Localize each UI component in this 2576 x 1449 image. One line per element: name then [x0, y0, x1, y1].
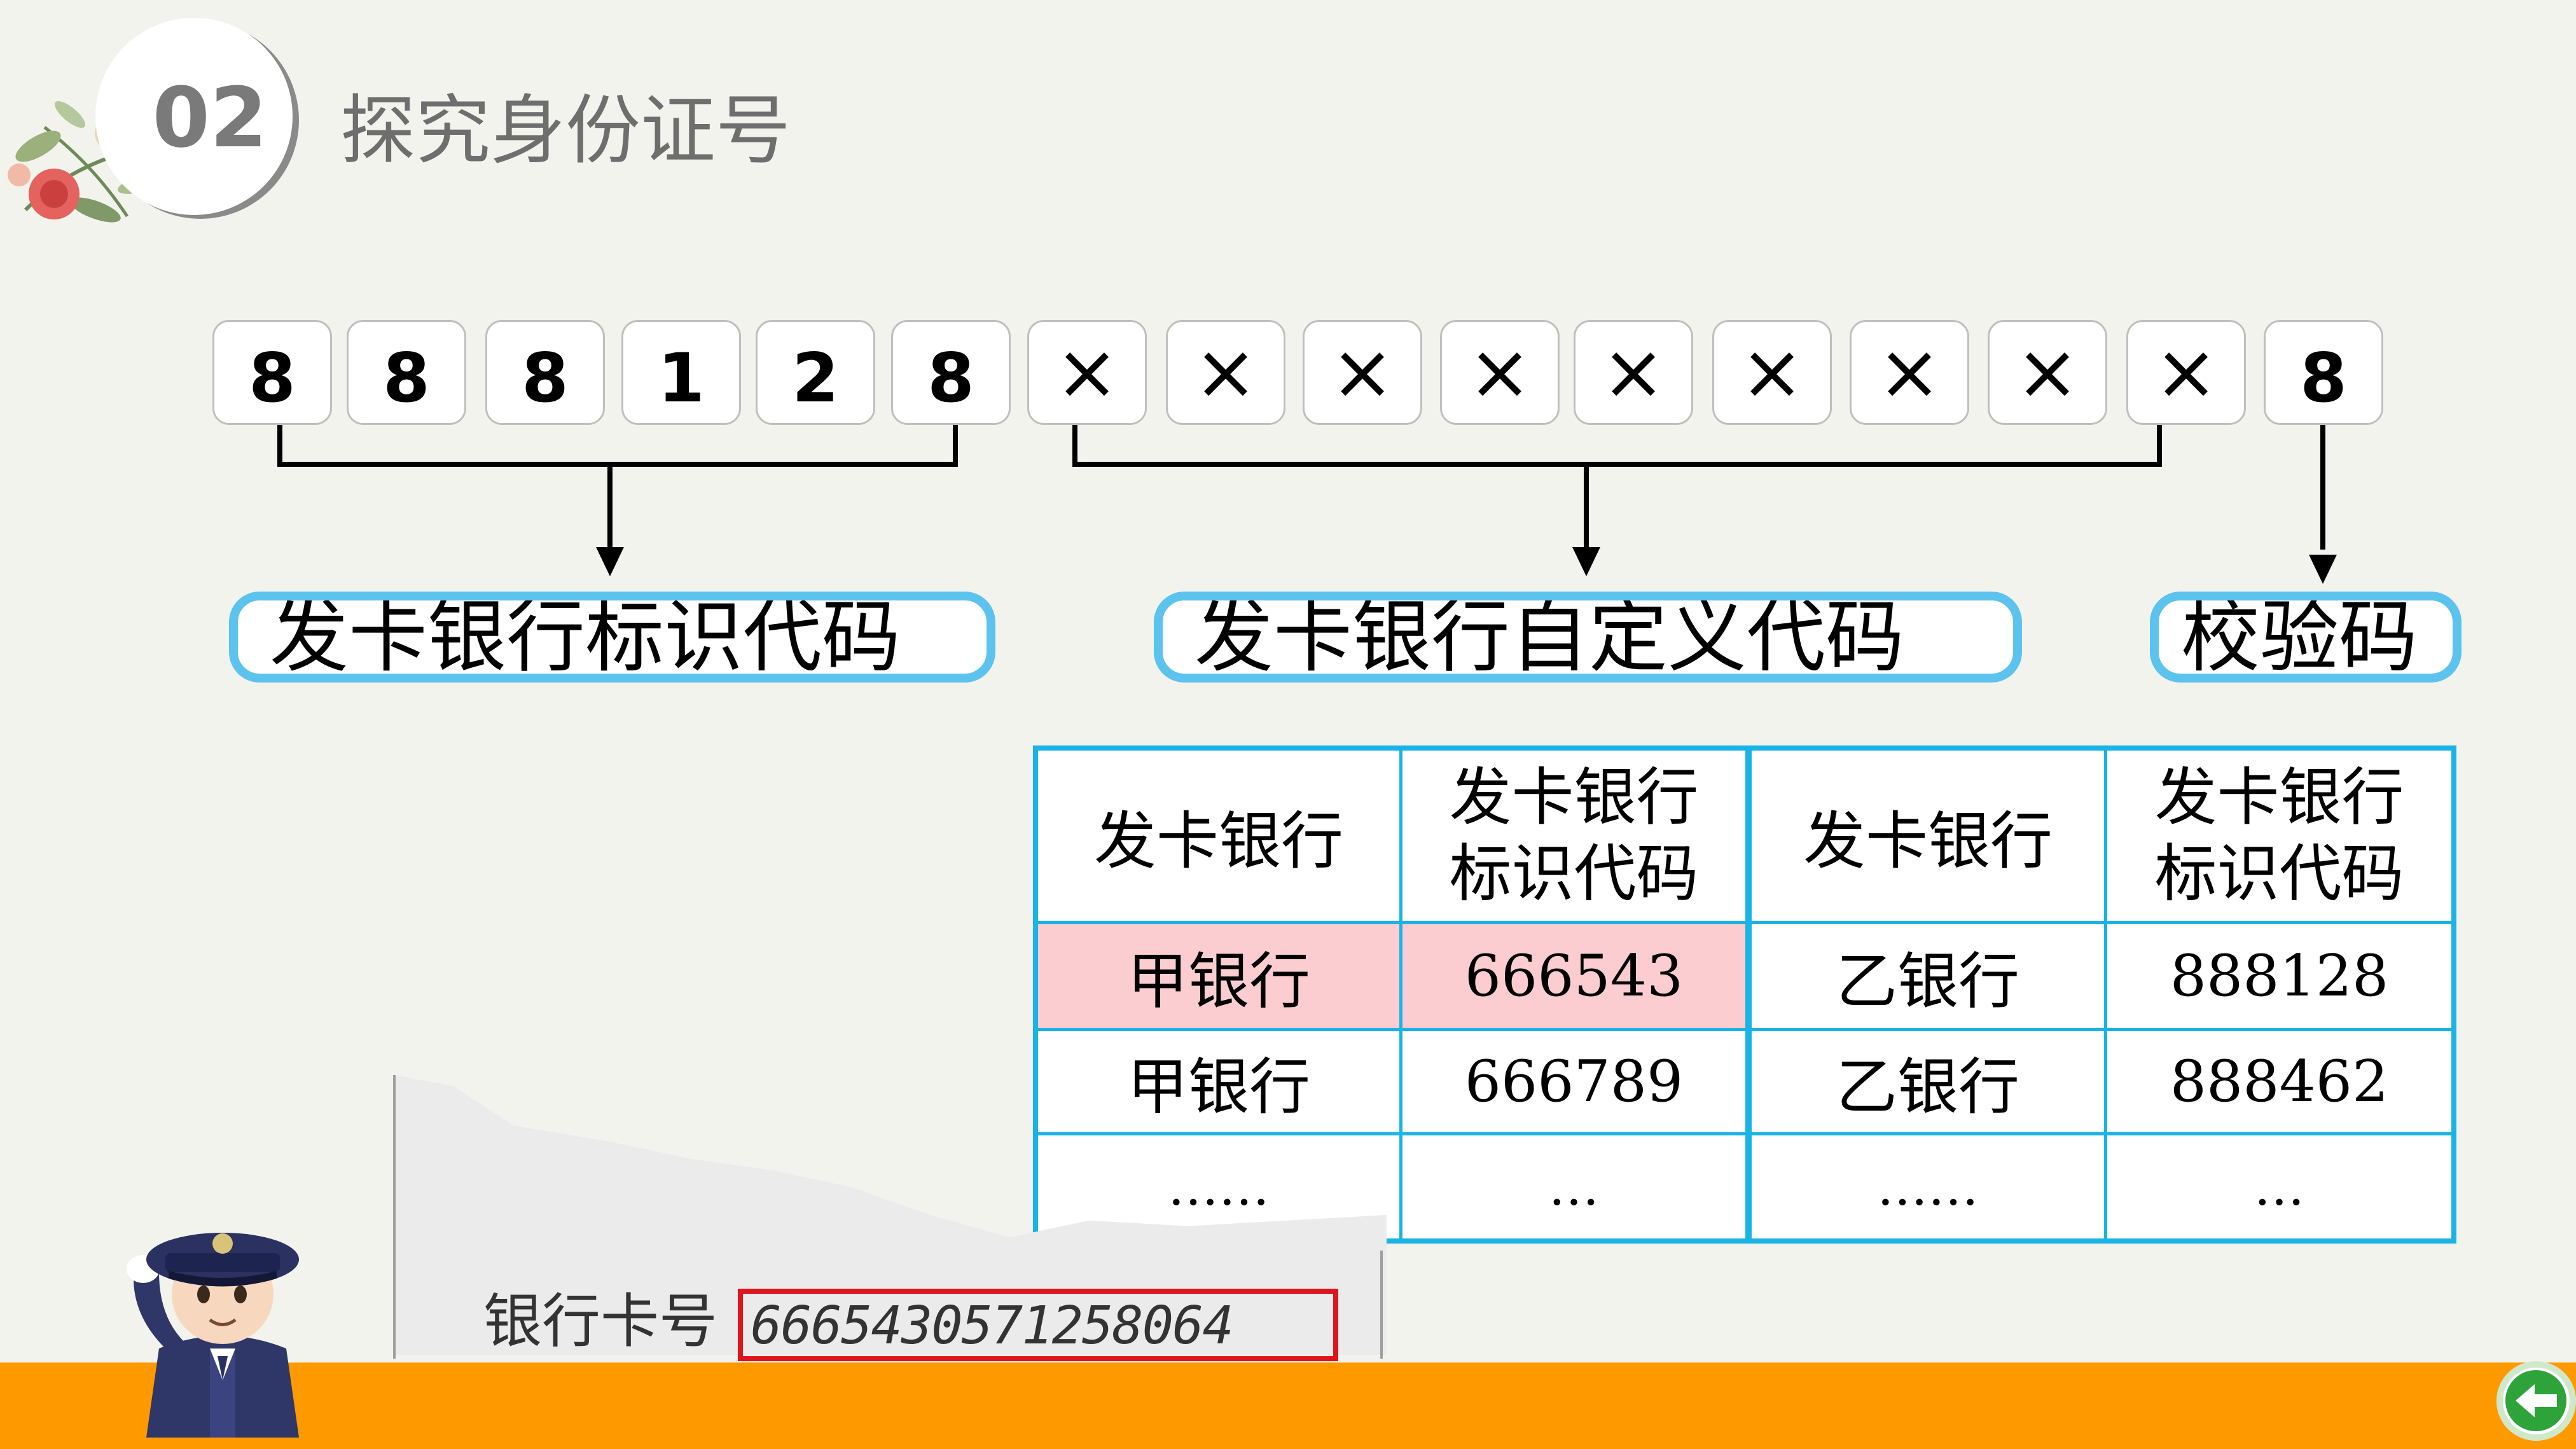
table-cell: 甲银行 — [1127, 946, 1310, 1017]
digit-box-placeholder: × — [1303, 320, 1422, 425]
card-edge — [393, 1075, 396, 1359]
digit-box: 2 — [756, 320, 875, 425]
footer-bar — [0, 1362, 2576, 1449]
digit-box-placeholder: × — [1574, 320, 1693, 425]
digit-box: 8 — [212, 320, 332, 425]
digit-box-placeholder: × — [1440, 320, 1560, 425]
card-number-label: 银行卡号 — [483, 1287, 718, 1355]
table-header-cell: 发卡银行 — [1093, 805, 1343, 878]
digit-box-placeholder: × — [1166, 320, 1285, 425]
section-badge — [95, 18, 293, 215]
table-cell: 666789 — [1464, 1048, 1684, 1115]
bracket-right-tick — [2157, 425, 2162, 467]
section-number: 02 — [152, 69, 268, 166]
bracket-bar — [1072, 462, 2162, 467]
digit-box: 8 — [347, 320, 466, 425]
digit-box-placeholder: × — [2126, 320, 2246, 425]
table-divider — [1038, 921, 2451, 924]
table-header-cell: 发卡银行 标识代码 — [2154, 761, 2404, 910]
bracket-right-tick — [953, 425, 958, 467]
arrow-stem — [2320, 425, 2325, 550]
table-cell: 甲银行 — [1127, 1051, 1310, 1123]
segment-label-custom-code: 发卡银行自定义代码 — [1154, 592, 2022, 683]
table-cell: … — [1548, 1157, 1600, 1217]
card-edge — [1380, 1251, 1383, 1359]
segment-label-check-digit: 校验码 — [2150, 592, 2462, 683]
digit-box: 8 — [2264, 320, 2383, 425]
highlight-row — [1038, 924, 1748, 1030]
bracket-bar — [277, 462, 958, 467]
bracket-left-tick — [1072, 425, 1077, 467]
digit-box-placeholder: × — [1988, 320, 2107, 425]
bank-code-table: 发卡银行 发卡银行 标识代码 发卡银行 发卡银行 标识代码 甲银行 666543… — [1033, 745, 2456, 1244]
arrow-stem — [607, 467, 613, 550]
card-number-value: 6665430571258064 — [751, 1296, 1234, 1356]
arrow-down-icon — [2309, 555, 2337, 584]
table-cell: 888462 — [2170, 1048, 2389, 1115]
table-cell: …… — [1877, 1157, 1979, 1217]
table-cell: … — [2254, 1157, 2305, 1217]
digit-box-placeholder: × — [1850, 320, 1969, 425]
table-header-cell: 发卡银行 标识代码 — [1449, 761, 1699, 910]
page-title: 探究身份证号 — [340, 87, 791, 174]
table-cell: …… — [1168, 1157, 1270, 1217]
table-divider — [1038, 1028, 2451, 1031]
table-cell: 666543 — [1464, 943, 1684, 1009]
back-arrow-icon — [2505, 1370, 2566, 1431]
arrow-down-icon — [596, 547, 624, 576]
back-button[interactable] — [2496, 1361, 2576, 1441]
card-number-highlight — [738, 1289, 1338, 1361]
table-cell: 888128 — [2170, 943, 2389, 1009]
segment-label-issuer-id: 发卡银行标识代码 — [229, 592, 995, 683]
digit-box-placeholder: × — [1712, 320, 1832, 425]
table-divider — [2104, 751, 2107, 1238]
table-divider — [1038, 1132, 2451, 1135]
digit-box: 8 — [485, 320, 605, 425]
table-divider — [1399, 751, 1402, 1238]
digit-box: 1 — [621, 320, 741, 425]
table-header-cell: 发卡银行 — [1803, 805, 2053, 878]
digit-box-placeholder: × — [1027, 320, 1147, 425]
arrow-down-icon — [1572, 547, 1600, 576]
police-mascot-illustration — [108, 1189, 337, 1444]
digit-box: 8 — [891, 320, 1011, 425]
table-cell: 乙银行 — [1836, 1051, 2019, 1123]
table-divider — [1745, 751, 1752, 1238]
arrow-stem — [1584, 467, 1589, 550]
bracket-left-tick — [277, 425, 282, 467]
table-cell: 乙银行 — [1836, 946, 2019, 1017]
